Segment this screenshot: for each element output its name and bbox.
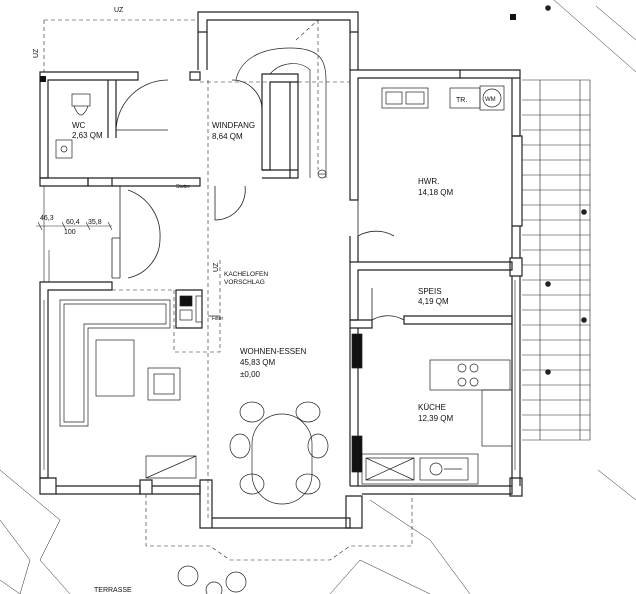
outdoor-stairs <box>522 5 591 441</box>
stair-curve <box>235 47 327 179</box>
uz-left-label: UZ <box>33 48 40 58</box>
hwr-fixtures <box>381 85 505 111</box>
room-name-speis: SPEIS <box>418 287 442 296</box>
kachelofen <box>179 295 220 323</box>
kachelofen-label: KACHELOFEN <box>224 271 268 278</box>
floor-level: ±0,00 <box>240 370 261 379</box>
doors <box>111 79 405 321</box>
living-furniture <box>59 299 329 594</box>
room-area-wc: 2,63 QM <box>72 131 103 140</box>
room-name-windfang: WINDFANG <box>212 121 255 130</box>
dimension-2: 60,4 <box>66 219 80 226</box>
room-area-wohnen: 45,83 QM <box>240 358 275 367</box>
room-area-hwr: 14,18 QM <box>418 188 453 197</box>
room-area-speis: 4,19 QM <box>418 297 449 306</box>
kitchen-fixtures <box>351 333 513 485</box>
windows <box>43 186 521 470</box>
wm-label: WM <box>485 97 496 103</box>
uz-top-label: UZ <box>114 7 124 14</box>
dimension-3: 35,8 <box>88 219 102 226</box>
dimension-4: 100 <box>64 229 76 236</box>
dimension-1: 46,3 <box>40 215 54 222</box>
room-name-kueche: KÜCHE <box>418 403 446 412</box>
filter-label: Filter <box>212 316 223 322</box>
wc-fixtures <box>55 93 91 159</box>
dimension-line <box>36 221 113 231</box>
room-name-hwr: HWR. <box>418 177 439 186</box>
dashed-lines <box>43 19 413 561</box>
labels: UZ UZ UZ WC 2,63 QM WINDFANG 8,64 QM HWR… <box>33 7 496 594</box>
room-area-windfang: 8,64 QM <box>212 132 243 141</box>
stutze-label: Stutze <box>176 184 190 190</box>
room-name-wc: WC <box>72 121 86 130</box>
tr-label: TR. <box>456 97 467 104</box>
uz-mid-label: UZ <box>213 262 220 272</box>
terrace-label: TERRASSE <box>94 587 132 594</box>
room-name-wohnen: WOHNEN-ESSEN <box>240 347 306 356</box>
kachelofen-sublabel: VORSCHLAG <box>224 279 265 286</box>
room-area-kueche: 12,39 QM <box>418 414 453 423</box>
